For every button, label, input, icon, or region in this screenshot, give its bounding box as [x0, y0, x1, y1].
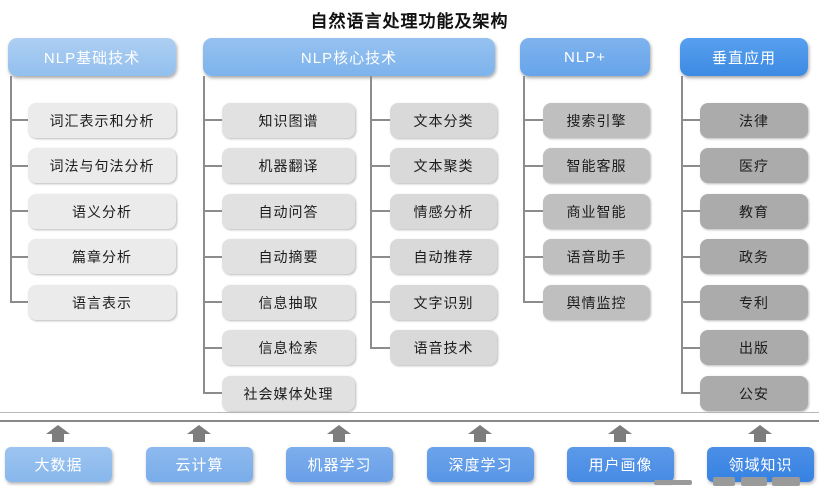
foundation-box: 深度学习 — [427, 447, 534, 482]
item-box: 舆情监控 — [543, 285, 650, 320]
connector-line — [10, 76, 12, 302]
connector-stub — [523, 210, 543, 212]
item-box: 自动摘要 — [222, 239, 355, 274]
connector-stub — [370, 347, 390, 349]
connector-stub — [203, 392, 222, 394]
arrow-up-icon — [46, 425, 70, 442]
item-box: 文字识别 — [390, 285, 497, 320]
watermark-fragment — [713, 477, 735, 486]
connector-stub — [523, 165, 543, 167]
watermark-fragment — [654, 480, 692, 485]
foundation-box: 用户画像 — [567, 447, 674, 482]
connector-stub — [203, 301, 222, 303]
connector-stub — [523, 256, 543, 258]
connector-stub — [370, 210, 390, 212]
item-box: 词法与句法分析 — [28, 148, 176, 183]
connector-stub — [10, 119, 28, 121]
item-box: 语音助手 — [543, 239, 650, 274]
connector-stub — [203, 256, 222, 258]
arrow-up-icon — [748, 425, 772, 442]
item-box: 搜索引擎 — [543, 103, 650, 138]
foundation-box: 领域知识 — [707, 447, 814, 482]
watermark-fragment — [772, 477, 800, 486]
connector-stub — [681, 119, 700, 121]
connector-line — [681, 76, 683, 393]
diagram-title: 自然语言处理功能及架构 — [310, 12, 509, 31]
connector-stub — [681, 165, 700, 167]
connector-stub — [10, 301, 28, 303]
column-header-nlp-core: NLP核心技术 — [203, 38, 495, 76]
item-box: 专利 — [700, 285, 808, 320]
foundation-box: 大数据 — [5, 447, 112, 482]
arrow-up-icon — [468, 425, 492, 442]
separator-line-thick — [0, 420, 819, 422]
item-box: 出版 — [700, 330, 808, 365]
watermark-fragment — [741, 477, 767, 486]
item-box: 文本分类 — [390, 103, 497, 138]
connector-line — [203, 76, 205, 393]
connector-stub — [370, 119, 390, 121]
column-header-vertical-apps: 垂直应用 — [680, 38, 808, 76]
separator-line-thin — [0, 412, 819, 413]
item-box: 商业智能 — [543, 194, 650, 229]
connector-line — [523, 76, 525, 302]
column-header-nlp-basic: NLP基础技术 — [8, 38, 176, 76]
connector-stub — [370, 256, 390, 258]
connector-stub — [523, 119, 543, 121]
item-box: 公安 — [700, 376, 808, 411]
column-header-nlp-plus: NLP+ — [520, 38, 650, 76]
connector-stub — [681, 347, 700, 349]
item-box: 政务 — [700, 239, 808, 274]
foundation-box: 机器学习 — [286, 447, 393, 482]
item-box: 语义分析 — [28, 194, 176, 229]
item-box: 语言表示 — [28, 285, 176, 320]
item-box: 文本聚类 — [390, 148, 497, 183]
arrow-up-icon — [187, 425, 211, 442]
connector-stub — [681, 301, 700, 303]
connector-stub — [370, 301, 390, 303]
arrow-up-icon — [608, 425, 632, 442]
connector-stub — [10, 165, 28, 167]
item-box: 信息检索 — [222, 330, 355, 365]
item-box: 自动推荐 — [390, 239, 497, 274]
connector-stub — [10, 210, 28, 212]
connector-stub — [10, 256, 28, 258]
item-box: 法律 — [700, 103, 808, 138]
arrow-up-icon — [327, 425, 351, 442]
connector-stub — [681, 210, 700, 212]
connector-stub — [203, 165, 222, 167]
connector-stub — [203, 347, 222, 349]
item-box: 词汇表示和分析 — [28, 103, 176, 138]
item-box: 语音技术 — [390, 330, 497, 365]
foundation-box: 云计算 — [146, 447, 253, 482]
item-box: 信息抽取 — [222, 285, 355, 320]
item-box: 情感分析 — [390, 194, 497, 229]
connector-stub — [203, 119, 222, 121]
connector-stub — [203, 210, 222, 212]
item-box: 篇章分析 — [28, 239, 176, 274]
item-box: 自动问答 — [222, 194, 355, 229]
connector-stub — [523, 301, 543, 303]
item-box: 教育 — [700, 194, 808, 229]
connector-stub — [681, 256, 700, 258]
connector-line — [370, 76, 372, 348]
item-box: 智能客服 — [543, 148, 650, 183]
item-box: 医疗 — [700, 148, 808, 183]
item-box: 机器翻译 — [222, 148, 355, 183]
connector-stub — [681, 392, 700, 394]
item-box: 知识图谱 — [222, 103, 355, 138]
item-box: 社会媒体处理 — [222, 376, 355, 411]
connector-stub — [370, 165, 390, 167]
